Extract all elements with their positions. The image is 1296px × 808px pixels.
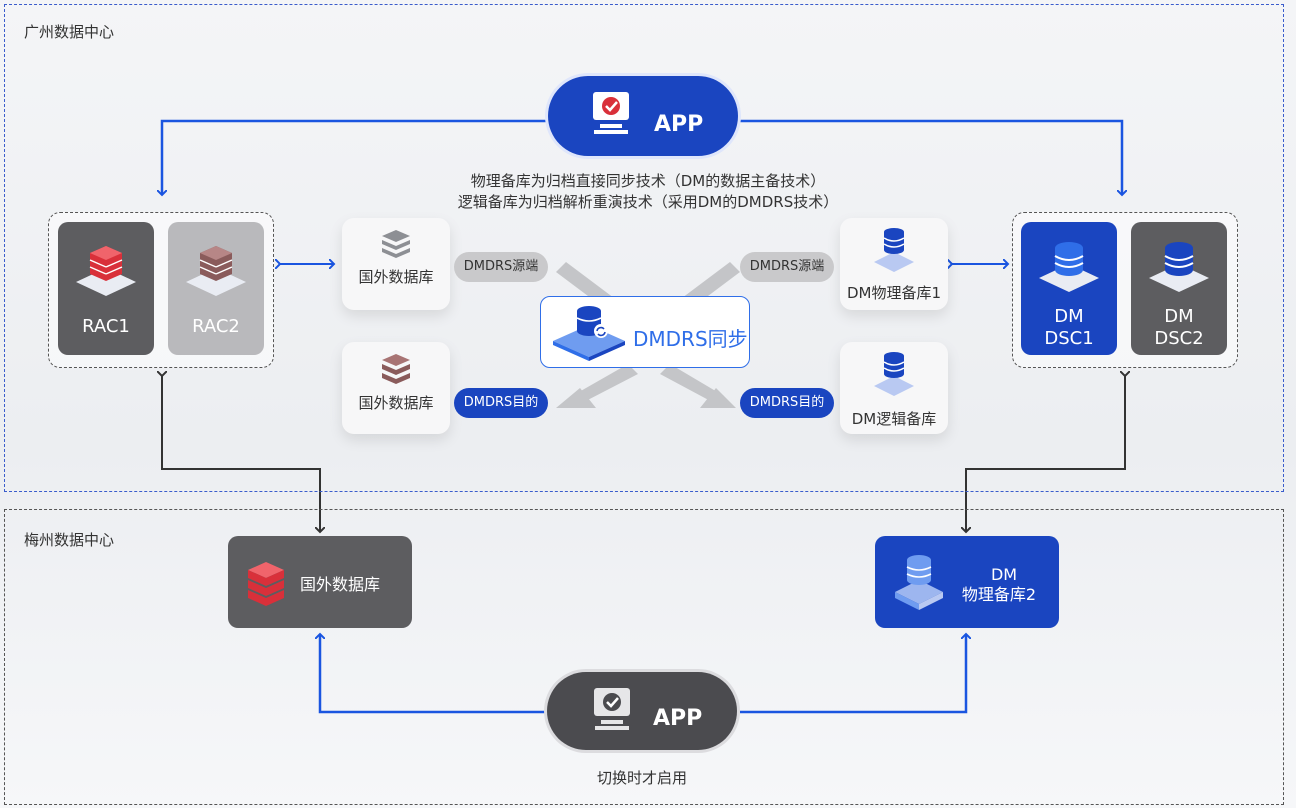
computer-check-icon [594, 688, 630, 730]
rac2-label: RAC2 [192, 316, 240, 337]
source-db-label: 国外数据库 [358, 268, 434, 286]
dsc1-node[interactable]: DM DSC1 [1021, 222, 1117, 355]
brown-stack-icon [382, 354, 410, 384]
app-bottom-to-dm-line [740, 634, 966, 714]
meizhou-foreign-db-node[interactable]: 国外数据库 [228, 536, 412, 628]
rac1-node[interactable]: RAC1 [58, 222, 154, 355]
dm-logical-card[interactable]: DM逻辑备库 [840, 342, 948, 434]
meizhou-dm-node[interactable]: DM 物理备库2 [875, 536, 1059, 628]
dm-physical-card[interactable]: DM物理备库1 [840, 218, 948, 310]
guangzhou-label: 广州数据中心 [24, 23, 115, 41]
target-db-card[interactable]: 国外数据库 [342, 342, 450, 434]
guangzhou-region [4, 4, 1284, 492]
dmdrs-sync-box[interactable]: DMDRS同步 [540, 296, 750, 368]
blue-db-stack-icon [895, 555, 943, 610]
app-bottom-button[interactable]: APP [547, 672, 737, 750]
rac2-node[interactable]: RAC2 [168, 222, 264, 355]
red-stack-icon [248, 562, 284, 606]
dmdrs-target-pill-right: DMDRS目的 [740, 388, 834, 418]
dmdrs-sync-label: DMDRS同步 [633, 327, 748, 351]
target-db-label: 国外数据库 [358, 394, 434, 412]
gray-stack-icon [382, 230, 410, 258]
dsc2-label-line2: DSC2 [1154, 328, 1204, 349]
meizhou-dm-label-line1: DM [990, 565, 1018, 584]
app-bottom-label: APP [653, 706, 703, 731]
dm-logical-label: DM逻辑备库 [851, 410, 937, 428]
dm-physical-label: DM物理备库1 [846, 284, 942, 302]
sync-database-icon [553, 306, 625, 361]
source-db-card[interactable]: 国外数据库 [342, 218, 450, 310]
rac1-label: RAC1 [82, 316, 130, 337]
red-database-icon [76, 246, 136, 296]
blue-db-stack-icon [874, 352, 914, 396]
rac-to-meizhou-line [162, 376, 320, 532]
computer-check-icon [593, 92, 629, 134]
dsc1-label-line1: DM [1054, 306, 1084, 327]
blue-database-icon [1149, 242, 1209, 292]
dsc-to-meizhou-line [966, 376, 1125, 532]
app-bottom-to-foreign-line [320, 634, 550, 714]
dsc2-node[interactable]: DM DSC2 [1131, 222, 1227, 355]
dmdrs-source-pill-left: DMDRS源端 [454, 252, 548, 282]
dmdrs-target-pill-left: DMDRS目的 [454, 388, 548, 418]
meizhou-label: 梅州数据中心 [24, 531, 115, 549]
dsc1-label-line2: DSC1 [1044, 328, 1094, 349]
app-to-dsc-line [738, 119, 1122, 195]
description-line1: 物理备库为归档直接同步技术（DM的数据主备技术） [470, 172, 826, 190]
dmdrs-source-pill-right: DMDRS源端 [740, 252, 834, 282]
brown-database-icon [186, 246, 246, 296]
meizhou-foreign-db-label: 国外数据库 [300, 575, 381, 594]
app-to-rac-line [162, 119, 550, 195]
meizhou-region [4, 509, 1284, 805]
app-bottom-caption: 切换时才启用 [596, 769, 687, 787]
dsc2-label-line1: DM [1164, 306, 1194, 327]
blue-database-icon [1039, 242, 1099, 292]
app-top-label: APP [654, 112, 704, 137]
blue-db-stack-icon [874, 228, 914, 272]
app-top-button[interactable]: APP [548, 76, 738, 156]
description-line2: 逻辑备库为归档解析重演技术（采用DM的DMDRS技术） [457, 193, 839, 211]
meizhou-dm-label-line2: 物理备库2 [961, 585, 1037, 604]
